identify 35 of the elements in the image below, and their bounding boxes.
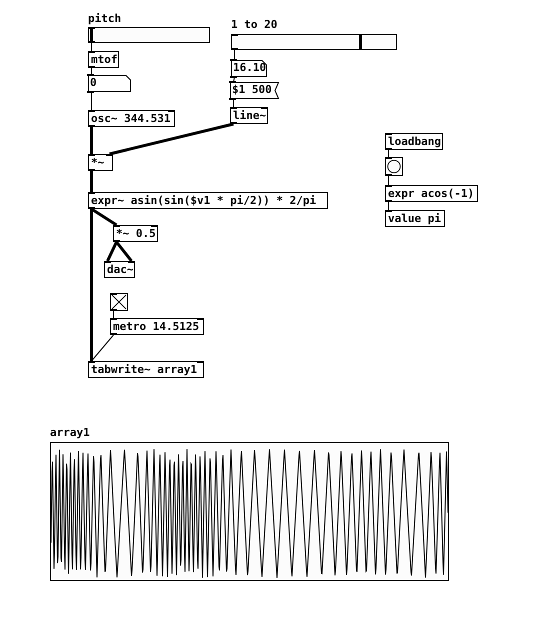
patch-cord [115, 241, 133, 262]
object-box: metro 14.5125 [110, 318, 204, 335]
patch-cord [106, 241, 118, 262]
object-box: value pi [385, 210, 445, 227]
object-box: tabwrite~ array1 [88, 361, 204, 378]
patch-cord [90, 127, 93, 154]
object-box: mtof [88, 51, 119, 68]
object-box: *~ [88, 154, 113, 171]
object-box: expr~ asin(sin($v1 * pi/2)) * 2/pi [88, 192, 328, 209]
object-box: line~ [230, 107, 268, 124]
object-box: expr acos(-1) [385, 185, 478, 202]
message-box: $1 500 [230, 82, 279, 99]
object-box: loadbang [385, 133, 443, 150]
bang-button [385, 157, 403, 176]
patch-cord [91, 42, 92, 52]
array-name: array1 [50, 426, 91, 441]
slider-label: 1 to 20 [231, 18, 278, 33]
patch-cord [109, 122, 234, 156]
patch-cord [113, 310, 114, 318]
patch-cord [234, 50, 235, 60]
toggle-box [110, 293, 128, 311]
patch-cord [91, 92, 92, 110]
patch-cord [388, 150, 389, 158]
patch-cord [91, 334, 114, 362]
patch-cord [388, 176, 389, 186]
number-box: 16.10 [231, 60, 267, 77]
number-box: 0 [88, 75, 131, 92]
object-box: dac~ [104, 261, 135, 278]
slider-label: pitch [88, 12, 122, 27]
patch-cord [90, 171, 93, 192]
object-box: *~ 0.5 [113, 225, 158, 242]
patch-cord [90, 208, 118, 226]
patch-cord [388, 202, 389, 210]
object-box: osc~ 344.531 [88, 110, 175, 127]
patch-cord [90, 209, 93, 361]
